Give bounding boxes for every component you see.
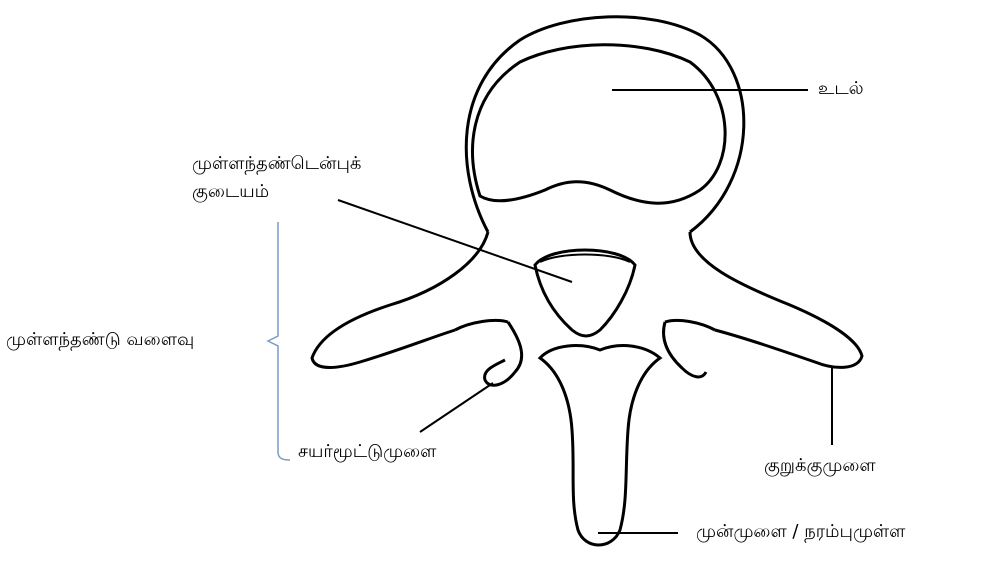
label-foramen-line1: முள்ளந்தண்டென்புக் [192,152,361,176]
right-lamina [665,320,715,330]
spinous-process [540,346,660,545]
left-transverse-process [312,232,488,368]
left-lamina [455,320,508,330]
articular-leader [420,383,493,432]
label-spinous-process: முன்முளை / நரம்புமுள்ள [696,520,905,544]
left-articular-process [485,322,522,385]
vertebral-body-inner [473,45,726,203]
right-articular-process [664,322,706,377]
label-vertebral-arch: முள்ளந்தண்டு வளைவு [6,328,194,352]
foramen-leader [338,200,572,282]
label-foramen-line2: குடையம் [192,180,269,204]
right-transverse-process [690,232,862,367]
label-transverse-process: குறுக்குமுளை [764,454,876,478]
arch-bracket [268,222,290,460]
vertebral-foramen [535,250,635,336]
label-articular-process: சயர்மூட்டுமுளை [298,440,436,464]
label-body: உடல் [818,77,864,101]
